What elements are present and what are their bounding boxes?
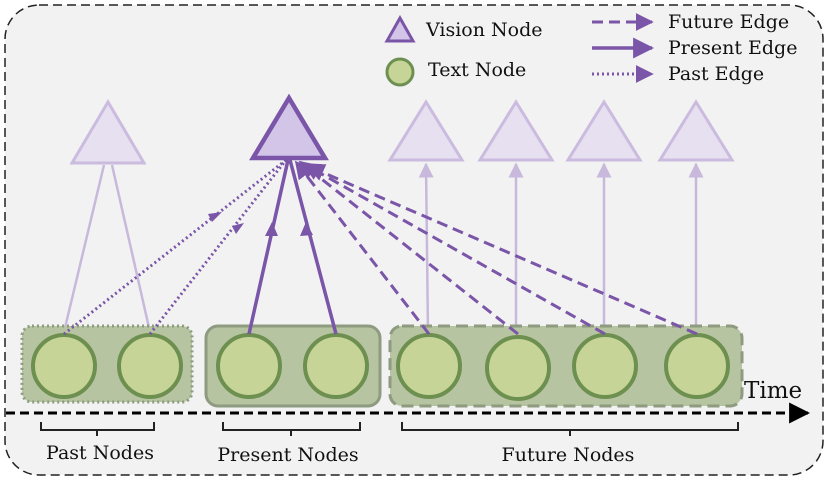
future-group-box [388, 324, 744, 408]
vision-node-past-icon [69, 99, 147, 165]
legend-text-icon [385, 57, 415, 87]
past-edge-arrows [208, 212, 244, 234]
faded-edges [62, 162, 704, 335]
text-node-past-2-icon [117, 333, 183, 399]
vision-nodes-faded [69, 99, 735, 165]
text-node-present-1-icon [216, 333, 282, 399]
vision-node-future-2-icon [477, 99, 555, 162]
group-braces [40, 422, 739, 436]
vision-node-future-3-icon [565, 99, 643, 162]
text-node-future-1-icon [396, 333, 462, 399]
text-node-future-2-icon [485, 335, 551, 401]
legend-present-label: Present Edge [668, 37, 797, 59]
legend-past-label: Past Edge [668, 63, 764, 85]
vision-node-present-icon [249, 93, 329, 161]
future-edges [294, 160, 698, 336]
past-edges [63, 158, 288, 336]
present-nodes-label: Present Nodes [217, 444, 358, 466]
text-nodes [31, 333, 730, 401]
legend: Vision Node Text Node Future Edge Presen… [384, 11, 797, 87]
legend-vision-icon [384, 14, 416, 43]
text-node-past-1-icon [31, 333, 97, 399]
text-node-future-4-icon [664, 333, 730, 399]
text-node-future-3-icon [572, 333, 638, 399]
past-nodes-label: Past Nodes [46, 442, 154, 464]
present-edge-arrows [265, 222, 313, 236]
text-node-present-2-icon [303, 333, 369, 399]
vision-node-future-1-icon [387, 99, 465, 162]
future-nodes-label: Future Nodes [502, 444, 635, 466]
legend-future-label: Future Edge [668, 11, 789, 33]
vision-node-future-4-icon [657, 99, 735, 162]
legend-text-label: Text Node [428, 59, 526, 81]
legend-vision-label: Vision Node [425, 19, 542, 41]
time-axis-label: Time [744, 378, 802, 404]
present-edges [247, 159, 338, 335]
